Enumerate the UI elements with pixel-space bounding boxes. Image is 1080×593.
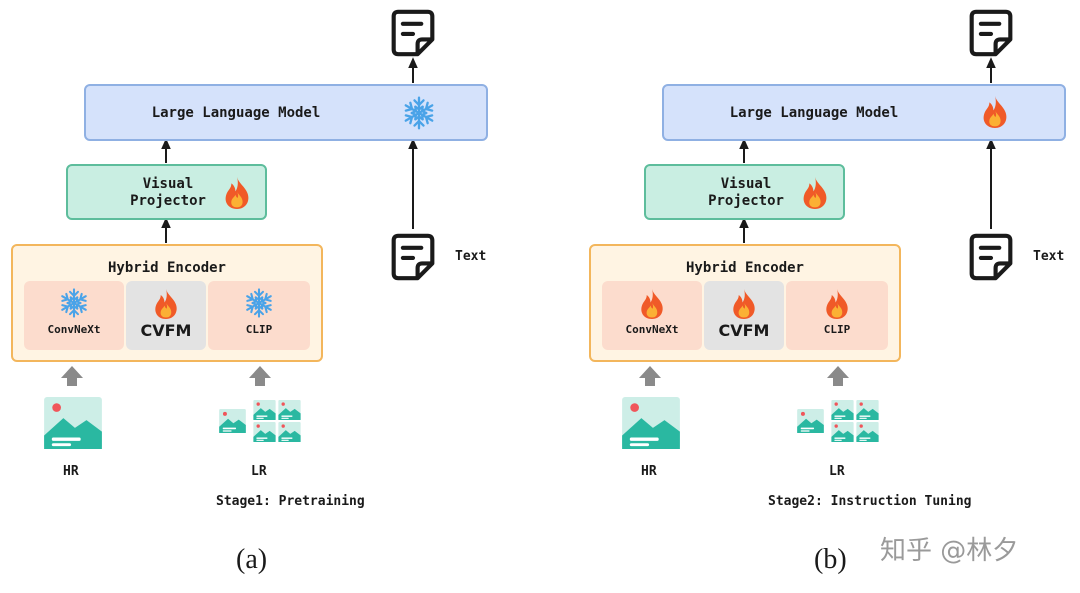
text-label: Text <box>455 249 487 264</box>
projector-label: Visual Projector <box>708 176 784 209</box>
watermark: 知乎 @林夕 <box>880 536 1019 566</box>
convnext-module: ConvNeXt <box>24 281 124 350</box>
lr-small-image-icon <box>797 409 824 433</box>
convnext-label: ConvNeXt <box>625 323 679 336</box>
snowflake-icon <box>401 95 437 131</box>
hr-image-icon <box>44 397 102 449</box>
clip-module: CLIP <box>786 281 888 350</box>
lr-small-image-icon <box>219 409 246 433</box>
llm-label: Large Language Model <box>729 104 899 121</box>
stage-label: Stage1: Pretraining <box>216 494 365 509</box>
caption: (a) <box>236 544 268 575</box>
caption: (b) <box>814 544 847 575</box>
cvfm-label: CVFM <box>718 321 770 340</box>
text-document-icon <box>390 232 436 282</box>
projector-label: Visual Projector <box>130 176 206 209</box>
hr-image-icon <box>622 397 680 449</box>
output-document-icon <box>968 8 1014 58</box>
snowflake-icon <box>58 287 90 319</box>
lr-crops-icon <box>253 400 301 442</box>
llm-box: Large Language Model <box>662 84 1066 141</box>
llm-label: Large Language Model <box>151 104 321 121</box>
hr-label: HR <box>63 464 79 479</box>
clip-label: CLIP <box>823 323 851 336</box>
stage-label: Stage2: Instruction Tuning <box>768 494 972 509</box>
flame-icon <box>799 175 831 211</box>
cvfm-label: CVFM <box>140 321 192 340</box>
llm-box: Large Language Model <box>84 84 488 141</box>
text-document-icon <box>968 232 1014 282</box>
flame-icon <box>151 287 181 321</box>
text-label: Text <box>1033 249 1065 264</box>
convnext-module: ConvNeXt <box>602 281 702 350</box>
flame-icon <box>637 287 667 321</box>
cvfm-module: CVFM <box>704 281 784 350</box>
arrows-b <box>639 57 996 386</box>
panel-b: Large Language Model Visual Projector Hy… <box>578 0 1080 593</box>
lr-label: LR <box>251 464 267 479</box>
arrows-a <box>61 57 418 386</box>
visual-projector-box: Visual Projector <box>66 164 267 220</box>
cvfm-module: CVFM <box>126 281 206 350</box>
flame-icon <box>822 287 852 321</box>
hr-label: HR <box>641 464 657 479</box>
flame-icon <box>729 287 759 321</box>
lr-crops-icon <box>831 400 879 442</box>
clip-label: CLIP <box>245 323 273 336</box>
panel-a: Large Language Model Visual Projector Hy… <box>11 0 488 575</box>
flame-icon <box>221 175 253 211</box>
encoder-title: Hybrid Encoder <box>685 260 804 276</box>
convnext-label: ConvNeXt <box>47 323 101 336</box>
flame-icon <box>979 94 1011 130</box>
output-document-icon <box>390 8 436 58</box>
clip-module: CLIP <box>208 281 310 350</box>
visual-projector-box: Visual Projector <box>644 164 845 220</box>
snowflake-icon <box>243 287 275 319</box>
lr-label: LR <box>829 464 845 479</box>
encoder-title: Hybrid Encoder <box>107 260 226 276</box>
